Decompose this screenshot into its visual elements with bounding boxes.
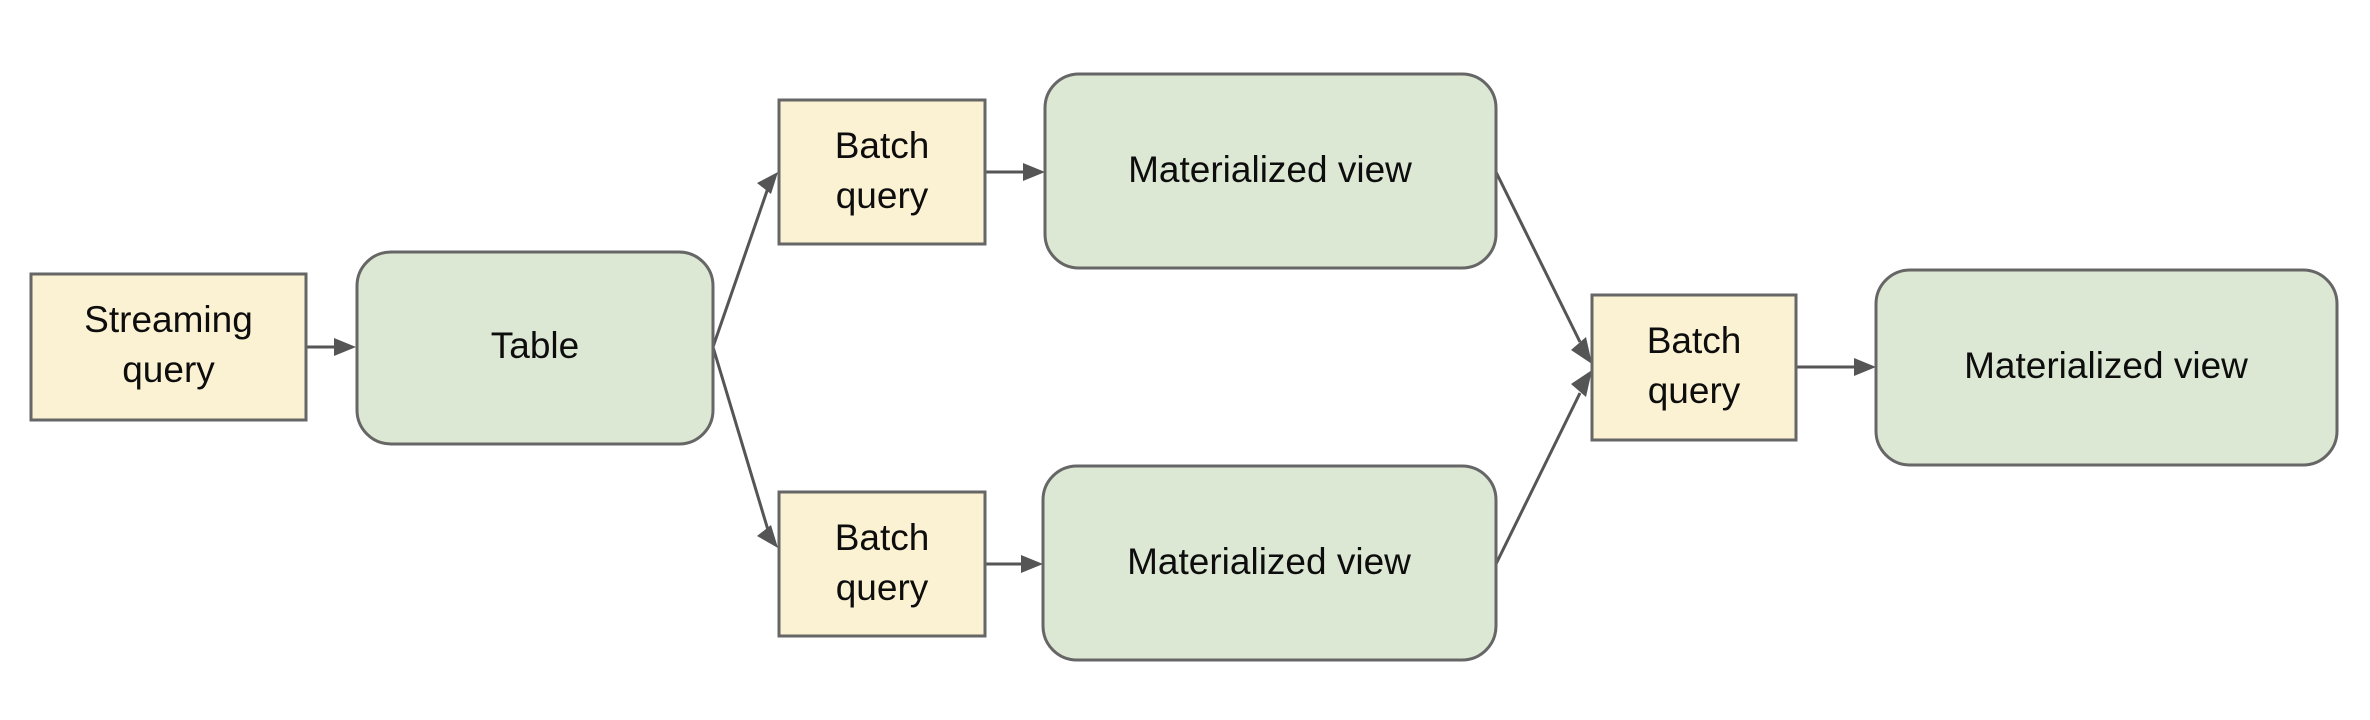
node-materialized-view-final[interactable]: Materialized view xyxy=(1874,268,2339,467)
edge-table-to-batch-top xyxy=(711,172,778,348)
node-table-label: Table xyxy=(491,325,579,366)
edge-batch-top-to-mv-top xyxy=(986,163,1045,181)
node-materialized-view-bottom-label: Materialized view xyxy=(1127,541,1411,582)
edge-streaming-to-table xyxy=(307,338,356,356)
node-materialized-view-final-label: Materialized view xyxy=(1964,345,2248,386)
node-batch-query-join[interactable]: Batch query xyxy=(1590,293,1798,442)
node-batch-query-top-label-line-2: query xyxy=(836,175,929,216)
edge-batch-bottom-to-mv-bottom xyxy=(986,555,1043,573)
node-streaming-query[interactable]: Streaming query xyxy=(29,272,308,422)
edge-join-to-mv-final xyxy=(1796,358,1876,376)
node-batch-query-join-label-line-1: Batch xyxy=(1647,320,1742,361)
edge-mv-bottom-to-join xyxy=(1494,370,1592,565)
node-streaming-query-label-line-1: Streaming xyxy=(84,299,253,340)
node-batch-query-top-label-line-1: Batch xyxy=(835,125,930,166)
node-streaming-query-label-line-2: query xyxy=(122,349,215,390)
node-materialized-view-top[interactable]: Materialized view xyxy=(1043,72,1498,270)
node-batch-query-bottom[interactable]: Batch query xyxy=(777,490,987,638)
node-materialized-view-top-label: Materialized view xyxy=(1128,149,1412,190)
node-materialized-view-bottom[interactable]: Materialized view xyxy=(1041,464,1498,662)
node-batch-query-bottom-label-line-1: Batch xyxy=(835,517,930,558)
node-batch-query-join-label-line-2: query xyxy=(1648,370,1741,411)
edge-mv-top-to-join xyxy=(1494,171,1592,364)
node-table[interactable]: Table xyxy=(355,250,715,446)
node-batch-query-top[interactable]: Batch query xyxy=(777,98,987,246)
node-batch-query-bottom-label-line-2: query xyxy=(836,567,929,608)
edge-table-to-batch-bottom xyxy=(711,346,778,548)
